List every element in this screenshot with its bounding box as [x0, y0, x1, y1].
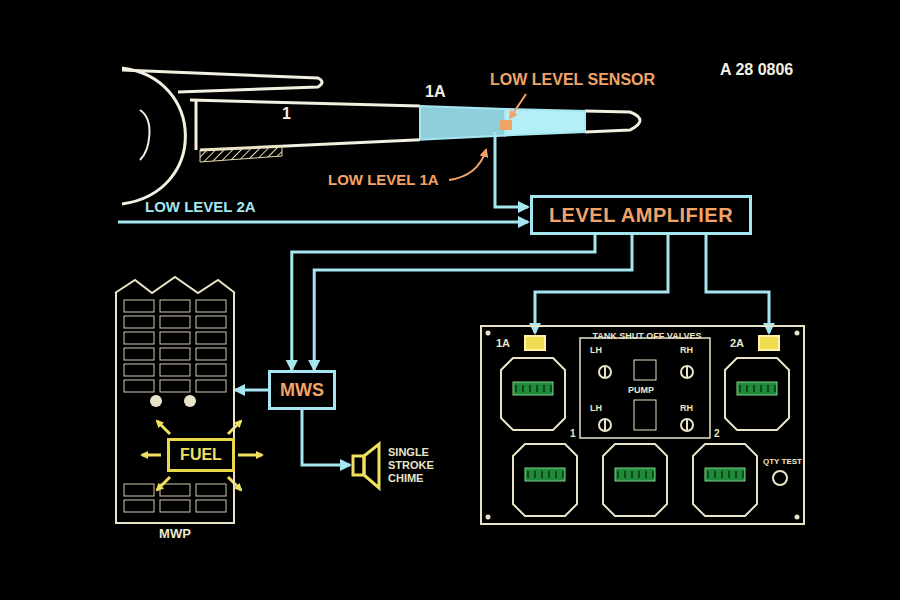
- signal-wire: [302, 410, 350, 465]
- node-text: 1A: [496, 337, 510, 349]
- sensor-leader: [510, 94, 526, 118]
- mws-box: MWS: [268, 370, 336, 410]
- low-level-sensor: [500, 120, 512, 130]
- gauge-number: 2: [714, 429, 720, 439]
- warning-lamp: 2A: [730, 333, 780, 355]
- switch-label: PUMP: [628, 386, 654, 395]
- fuel-warning-box: FUEL: [167, 438, 235, 472]
- fuel-arrows: [142, 421, 262, 490]
- signal-wire: [292, 235, 595, 370]
- node-text: FUEL: [180, 446, 222, 464]
- mwp-cells: [124, 300, 226, 512]
- switch-label: LH: [590, 404, 602, 413]
- tank-number: 1: [282, 106, 291, 122]
- lamp-light: [758, 335, 780, 351]
- fuel-panel-art: [486, 331, 800, 520]
- signal-label: LOW LEVEL 2A: [145, 199, 256, 214]
- drawing-number: A 28 0806: [720, 62, 793, 78]
- signal-wire: [235, 389, 268, 392]
- node-text: MWS: [280, 380, 324, 401]
- lamp-light: [524, 335, 546, 351]
- low-level-1a-wire: [495, 132, 528, 207]
- wing: [122, 68, 640, 204]
- switch-label: LH: [590, 346, 602, 355]
- warning-lamp: 1A: [496, 333, 546, 355]
- tank-1a-outer: [505, 109, 585, 136]
- node-text: 2A: [730, 337, 744, 349]
- node-text: MWP: [117, 526, 233, 541]
- hatched-area: [200, 146, 282, 162]
- low-level-1a-leader: [449, 150, 486, 180]
- fuel-panel: TANK SHUT OFF VALVES QTY TEST 1A 2A: [480, 325, 805, 525]
- node-text: SINGLE STROKE CHIME: [388, 446, 446, 486]
- amplifier-box: LEVEL AMPLIFIER: [530, 195, 752, 235]
- switch-label: RH: [680, 346, 693, 355]
- mwp-crown: [115, 277, 235, 293]
- signal-label: LOW LEVEL 1A: [328, 172, 439, 187]
- chime-speaker: SINGLE STROKE CHIME: [350, 440, 450, 495]
- node-text: QTY TEST: [763, 457, 802, 466]
- tank-number: 1A: [425, 84, 445, 100]
- node-text: TANK SHUT OFF VALVES: [577, 331, 717, 341]
- signal-wire: [706, 235, 769, 333]
- sensor-label: LOW LEVEL SENSOR: [490, 72, 655, 88]
- gauge-number: 1: [570, 429, 576, 439]
- switch-label: RH: [680, 404, 693, 413]
- signal-wire: [314, 235, 632, 370]
- node-text: LEVEL AMPLIFIER: [549, 204, 733, 227]
- signal-wire: [535, 235, 668, 333]
- speaker-symbol: [353, 444, 379, 488]
- low-level-2a-wire: [118, 221, 528, 224]
- tank-1a: [420, 106, 505, 140]
- master-warning-panel: MWPFUEL: [115, 292, 235, 524]
